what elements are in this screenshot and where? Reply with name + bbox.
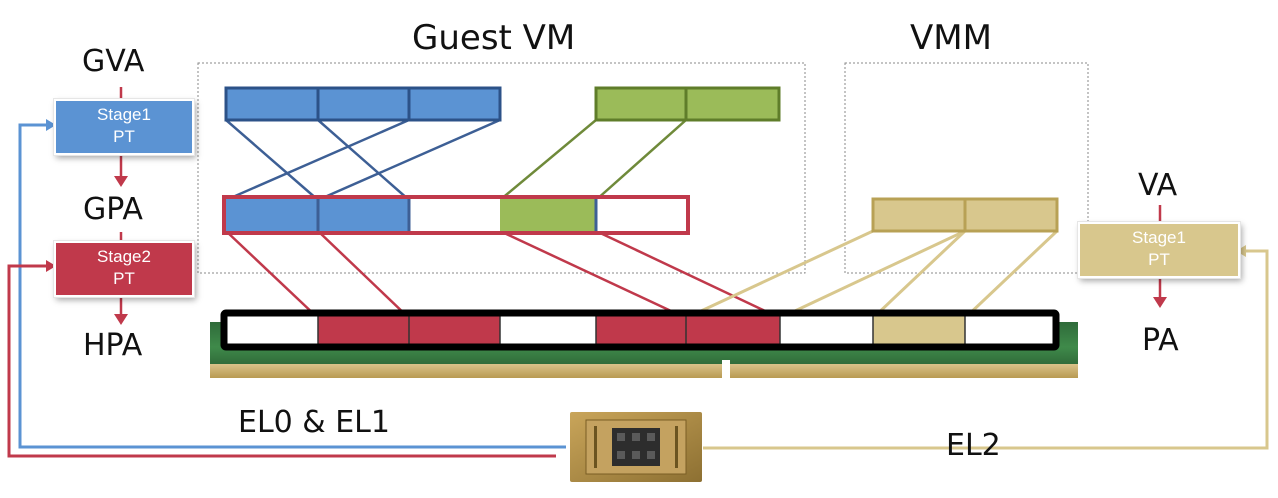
el01-control-lines (7, 119, 566, 458)
guest-stage1-page-table: Stage1 PT (54, 99, 194, 155)
vmm-title: VMM (910, 18, 992, 58)
el01-label: EL0 & EL1 (238, 405, 390, 440)
guest-stage2-line2: PT (113, 269, 135, 288)
gpa-label: GPA (83, 192, 143, 227)
el2-label: EL2 (946, 428, 1001, 463)
stage1-mapping-lines-blue (225, 118, 501, 202)
pa-label: PA (1142, 323, 1179, 358)
vmm-region (844, 62, 1089, 274)
vmm-mapping-lines-tan (685, 229, 1059, 320)
left-translation-arrows (114, 87, 128, 325)
hpa-label: HPA (83, 328, 143, 363)
el2-control-line (703, 245, 1269, 450)
cpu-chip-image (570, 412, 702, 482)
gva-label: GVA (82, 44, 145, 79)
guest-vm-title: Guest VM (412, 18, 576, 58)
vmm-va-pages (871, 197, 1059, 233)
va-label: VA (1138, 168, 1178, 203)
guest-stage2-page-table: Stage2 PT (54, 241, 194, 297)
gpa-pages (222, 195, 690, 235)
gva-pages-green (594, 86, 781, 122)
vmm-stage1-line2: PT (1148, 250, 1170, 269)
gva-pages-blue (224, 86, 502, 122)
hpa-pages (220, 309, 1060, 351)
vmm-stage1-line1: Stage1 (1132, 228, 1186, 247)
guest-vm-region (197, 62, 806, 274)
stage2-mapping-lines-red (225, 229, 781, 320)
guest-stage1-line1: Stage1 (97, 105, 151, 124)
stage1-mapping-lines-green (499, 119, 687, 201)
vmm-stage1-page-table: Stage1 PT (1078, 222, 1240, 278)
right-translation-arrows (1153, 205, 1167, 308)
guest-stage2-line1: Stage2 (97, 247, 151, 266)
guest-stage1-line2: PT (113, 127, 135, 146)
